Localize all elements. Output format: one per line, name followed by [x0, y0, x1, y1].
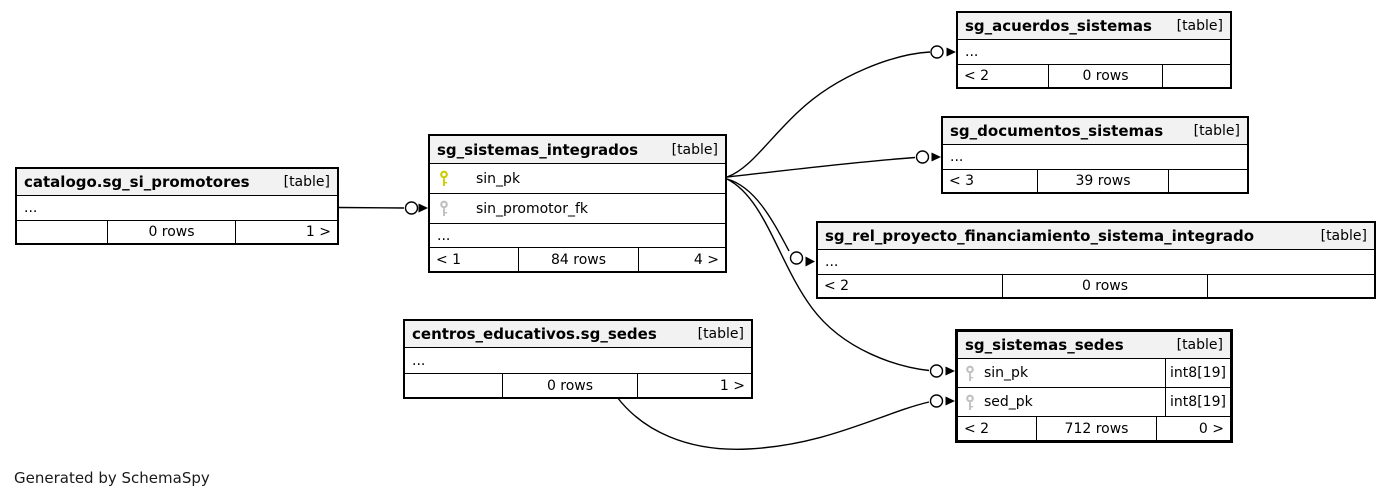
footer-children-cell: [1168, 170, 1247, 192]
ellipsis-text: ...: [965, 44, 979, 60]
ellipsis-text: ...: [412, 352, 426, 369]
edge-integrados-to-acuerdos: [726, 45, 956, 178]
footer-rows-cell: 712 rows: [1036, 417, 1156, 440]
table-sg-rel-proyecto-financiamiento-sistema-integrado: sg_rel_proyecto_financiamiento_sistema_i…: [816, 221, 1376, 299]
ellipsis-row: ...: [405, 347, 751, 373]
primary-key-icon: [438, 170, 450, 187]
ellipsis-text: ...: [24, 200, 38, 216]
table-name[interactable]: sg_sistemas_sedes: [965, 336, 1124, 354]
table-sg-sistemas-integrados: sg_sistemas_integrados [table] sin_pk: [428, 134, 727, 273]
table-header: sg_documentos_sistemas [table]: [943, 118, 1247, 144]
column-type: int8[19]: [1165, 388, 1230, 416]
foreign-key-icon: [438, 200, 450, 217]
edge-integrados-to-rel-proyecto: [726, 178, 815, 267]
footer-children-cell: [1207, 275, 1374, 297]
table-footer: < 2 712 rows 0 >: [958, 416, 1230, 440]
footer-rows-cell: 0 rows: [502, 374, 637, 397]
column-row-sin-promotor-fk: sin_promotor_fk: [430, 193, 725, 223]
footer-rows-cell: 0 rows: [107, 221, 235, 243]
footer-rows-cell: 0 rows: [1002, 275, 1207, 297]
table-name[interactable]: sg_sistemas_integrados: [437, 140, 639, 159]
table-sg-sistemas-sedes: sg_sistemas_sedes [table] sin_pk int8[19…: [955, 329, 1233, 443]
edge-sedes-to-sistemas-sedes: [616, 394, 955, 450]
table-name[interactable]: sg_acuerdos_sistemas: [965, 17, 1152, 35]
footer-parents-cell: [17, 221, 107, 243]
table-type-badge: [table]: [697, 326, 744, 342]
footer-rows-cell: 0 rows: [1048, 65, 1162, 87]
column-name: sin_pk: [984, 365, 1029, 381]
table-sg-documentos-sistemas: sg_documentos_sistemas [table] ... < 3 3…: [941, 116, 1249, 194]
table-header: centros_educativos.sg_sedes [table]: [405, 321, 751, 347]
footer-children-cell: [1162, 65, 1230, 87]
table-type-badge: [table]: [1176, 337, 1223, 353]
ellipsis-text: ...: [825, 254, 839, 270]
edge-integrados-to-documentos: [726, 150, 941, 178]
footer-children-cell: 0 >: [1156, 417, 1230, 440]
column-name: sed_pk: [984, 394, 1033, 410]
ellipsis-row: ...: [430, 223, 725, 247]
ellipsis-row: ...: [818, 249, 1374, 274]
table-footer: < 3 39 rows: [943, 169, 1247, 192]
table-header: catalogo.sg_si_promotores [table]: [17, 169, 337, 195]
footer-parents-cell: < 2: [964, 420, 990, 437]
edge-integrados-to-sistemas-sedes: [726, 178, 955, 378]
table-type-badge: [table]: [1193, 123, 1240, 139]
table-catalogo-sg-si-promotores: catalogo.sg_si_promotores [table] ... 0 …: [15, 167, 339, 245]
footer-parents-cell: < 1: [436, 251, 462, 268]
edge-promotores-to-integrados: [338, 201, 428, 215]
generated-by-note: Generated by SchemaSpy: [14, 469, 210, 487]
footer-parents-cell: < 2: [824, 278, 850, 294]
ellipsis-row: ...: [17, 195, 337, 220]
table-type-badge: [table]: [283, 174, 330, 190]
footer-rows-cell: 39 rows: [1037, 170, 1168, 192]
column-row-sin-pk: sin_pk: [430, 163, 725, 193]
table-footer: < 1 84 rows 4 >: [430, 247, 725, 271]
table-type-badge: [table]: [1320, 228, 1367, 244]
footer-rows-cell: 84 rows: [518, 248, 638, 271]
table-type-badge: [table]: [1176, 18, 1223, 34]
footer-parents-cell: < 3: [949, 173, 975, 189]
table-header: sg_rel_proyecto_financiamiento_sistema_i…: [818, 223, 1374, 249]
column-row-sed-pk: sed_pk int8[19]: [958, 387, 1230, 416]
foreign-key-icon: [964, 394, 976, 411]
footer-children-cell: 1 >: [637, 374, 751, 397]
ellipsis-row: ...: [958, 39, 1230, 64]
column-name: sin_promotor_fk: [476, 200, 589, 217]
table-centros-educativos-sg-sedes: centros_educativos.sg_sedes [table] ... …: [403, 319, 753, 399]
column-row-sin-pk: sin_pk int8[19]: [958, 358, 1230, 387]
table-type-badge: [table]: [671, 141, 718, 158]
table-header: sg_acuerdos_sistemas [table]: [958, 13, 1230, 39]
table-header: sg_sistemas_sedes [table]: [958, 332, 1230, 358]
ellipsis-row: ...: [943, 144, 1247, 169]
table-name[interactable]: sg_rel_proyecto_financiamiento_sistema_i…: [825, 227, 1255, 245]
table-sg-acuerdos-sistemas: sg_acuerdos_sistemas [table] ... < 2 0 r…: [956, 11, 1232, 89]
column-type: int8[19]: [1165, 359, 1230, 387]
table-name[interactable]: sg_documentos_sistemas: [950, 122, 1164, 140]
column-name: sin_pk: [476, 170, 521, 187]
table-header: sg_sistemas_integrados [table]: [430, 136, 725, 163]
table-name[interactable]: catalogo.sg_si_promotores: [24, 173, 250, 191]
footer-parents-cell: < 2: [964, 68, 990, 84]
footer-children-cell: 1 >: [235, 221, 337, 243]
table-name[interactable]: centros_educativos.sg_sedes: [412, 325, 657, 343]
table-footer: < 2 0 rows: [958, 64, 1230, 87]
table-footer: 0 rows 1 >: [17, 220, 337, 243]
footer-parents-cell: [405, 374, 502, 397]
footer-children-cell: 4 >: [638, 248, 725, 271]
table-footer: < 2 0 rows: [818, 274, 1374, 297]
ellipsis-text: ...: [950, 149, 964, 165]
foreign-key-icon: [964, 365, 976, 382]
table-footer: 0 rows 1 >: [405, 373, 751, 397]
ellipsis-text: ...: [437, 227, 451, 244]
